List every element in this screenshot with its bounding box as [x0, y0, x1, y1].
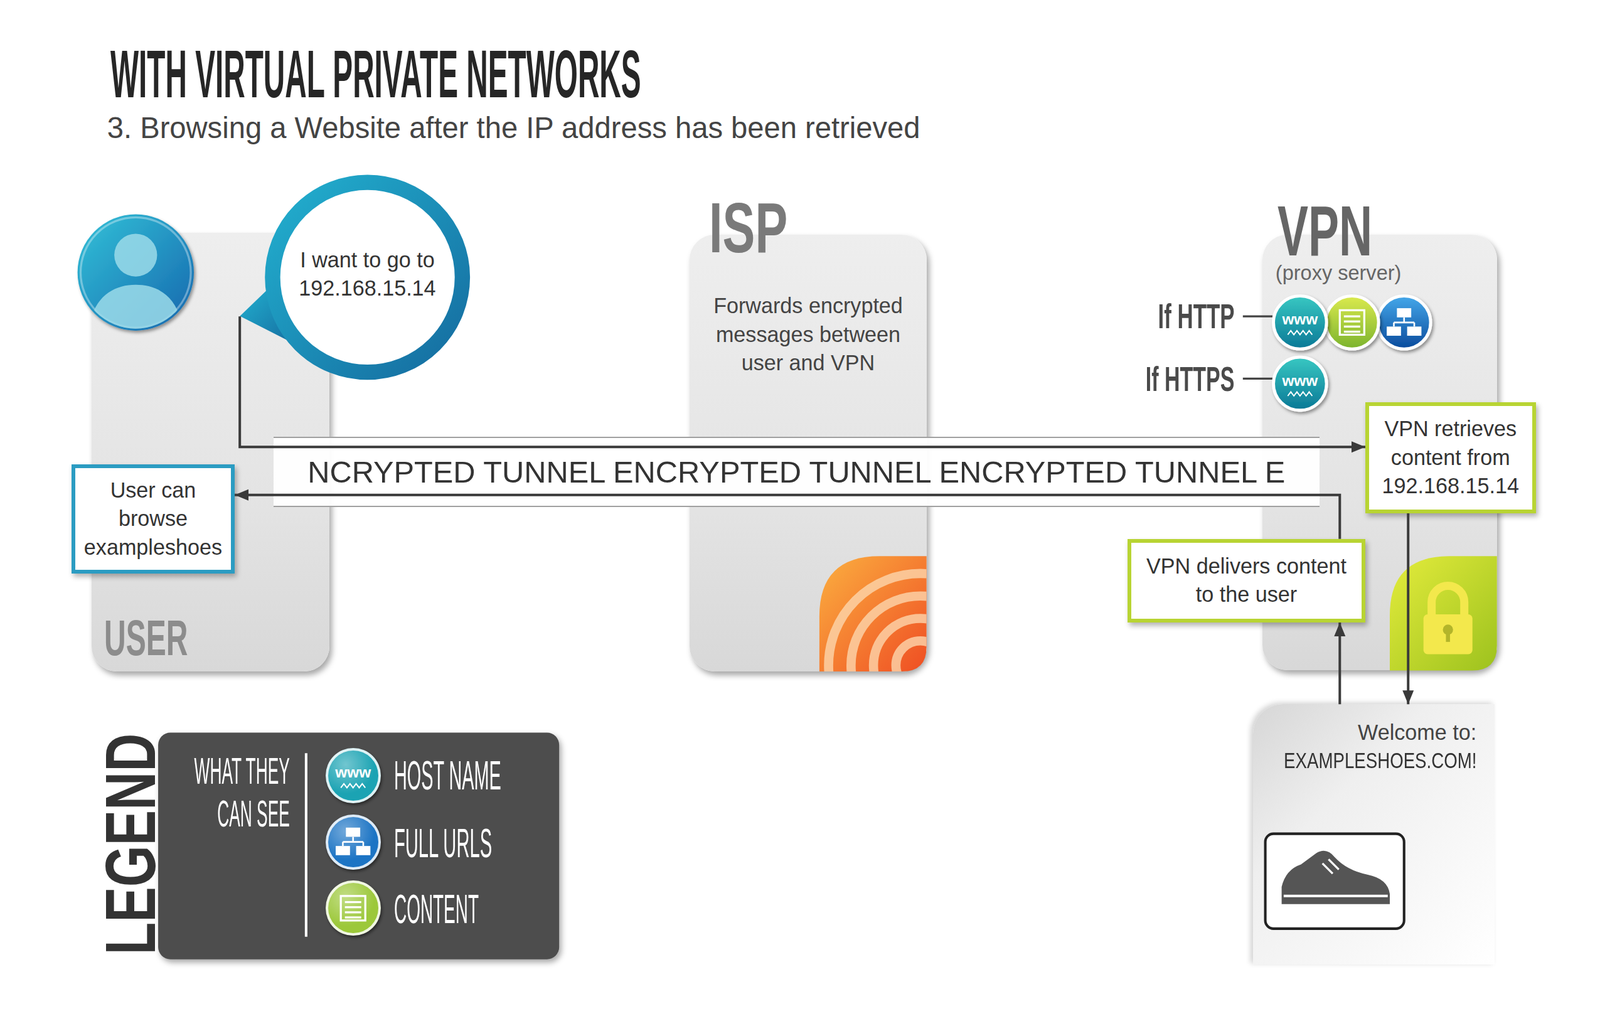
legend-text: CONTENT — [394, 888, 479, 930]
tunnel-text: NCRYPTED TUNNEL ENCRYPTED TUNNEL ENCRYPT… — [307, 456, 1286, 488]
label-holder: www — [1273, 371, 1328, 390]
legend-divider — [304, 752, 308, 937]
text-holder: EXAMPLESHOES.COM! — [1238, 747, 1477, 774]
speech-bubble: I want to go to 192.168.15.14 — [232, 173, 473, 385]
tunnel-band: NCRYPTED TUNNEL ENCRYPTED TUNNEL ENCRYPT… — [273, 436, 1320, 507]
text-holder: HOST NAME — [394, 754, 637, 796]
panel-text: Forwards encrypted messages between user… — [705, 291, 910, 378]
legend-heading: LEGEND — [104, 732, 157, 955]
legend-box — [158, 732, 560, 960]
label-holder: www — [1273, 309, 1328, 329]
label-holder: www — [325, 762, 381, 782]
box-text: VPN retrieves content from 192.168.15.14 — [1375, 414, 1526, 501]
panel-text: I want to go to 192.168.15.14 — [290, 245, 444, 304]
label-holder: WHAT THEY CAN SEE — [32, 749, 290, 836]
text-holder: USER — [104, 613, 243, 664]
panel-heading: USER — [104, 613, 188, 664]
panel-heading: VPN — [1277, 195, 1373, 267]
protocol-label: If HTTPS — [1145, 362, 1235, 397]
legend-text: HOST NAME — [394, 754, 502, 796]
title-holder: WITH VIRTUAL PRIVATE NETWORKS — [110, 40, 1304, 108]
text-holder: CONTENT — [394, 888, 592, 930]
legend-caption: WHAT THEY CAN SEE — [173, 749, 290, 836]
legend-swatch — [325, 880, 381, 936]
hostname-glyph: www — [325, 762, 381, 782]
bubble-ring — [272, 182, 462, 373]
text-holder: VPN — [1277, 195, 1423, 267]
step-box: VPN delivers content to the user — [1127, 538, 1366, 623]
label-holder: If HTTPS — [1089, 362, 1235, 397]
text-holder: ISP — [709, 192, 823, 263]
label-holder: 3. Browsing a Website after the IP addre… — [107, 112, 921, 143]
text-holder: Welcome to: — [1357, 719, 1477, 746]
label-holder: If HTTP — [1113, 299, 1235, 334]
step-box: VPN retrieves content from 192.168.15.14 — [1365, 402, 1536, 514]
website-panel: Welcome to:EXAMPLESHOES.COM! — [1253, 704, 1495, 965]
panel-text: (proxy server) — [1275, 261, 1402, 286]
panel-text: EXAMPLESHOES.COM! — [1283, 747, 1477, 774]
text-holder: I want to go to 192.168.15.14 — [290, 245, 444, 304]
text-holder: FULL URLS — [394, 822, 613, 864]
legend-text: FULL URLS — [394, 822, 492, 864]
hostname-glyph: www — [1273, 309, 1328, 329]
text-holder: (proxy server) — [1275, 261, 1402, 286]
box-text: User can browse exampleshoes — [81, 476, 226, 563]
subtitle: 3. Browsing a Website after the IP addre… — [107, 112, 921, 143]
hostname-glyph: www — [1273, 371, 1328, 390]
panel-text: Welcome to: — [1357, 719, 1477, 746]
panel-heading: ISP — [709, 192, 788, 263]
protocol-label: If HTTP — [1158, 299, 1235, 334]
box-text: VPN delivers content to the user — [1141, 552, 1351, 610]
legend-swatch — [325, 814, 381, 870]
diagram-title: WITH VIRTUAL PRIVATE NETWORKS — [110, 40, 642, 108]
text-holder: Forwards encrypted messages between user… — [705, 291, 910, 378]
result-box: User can browse exampleshoes — [71, 464, 235, 574]
